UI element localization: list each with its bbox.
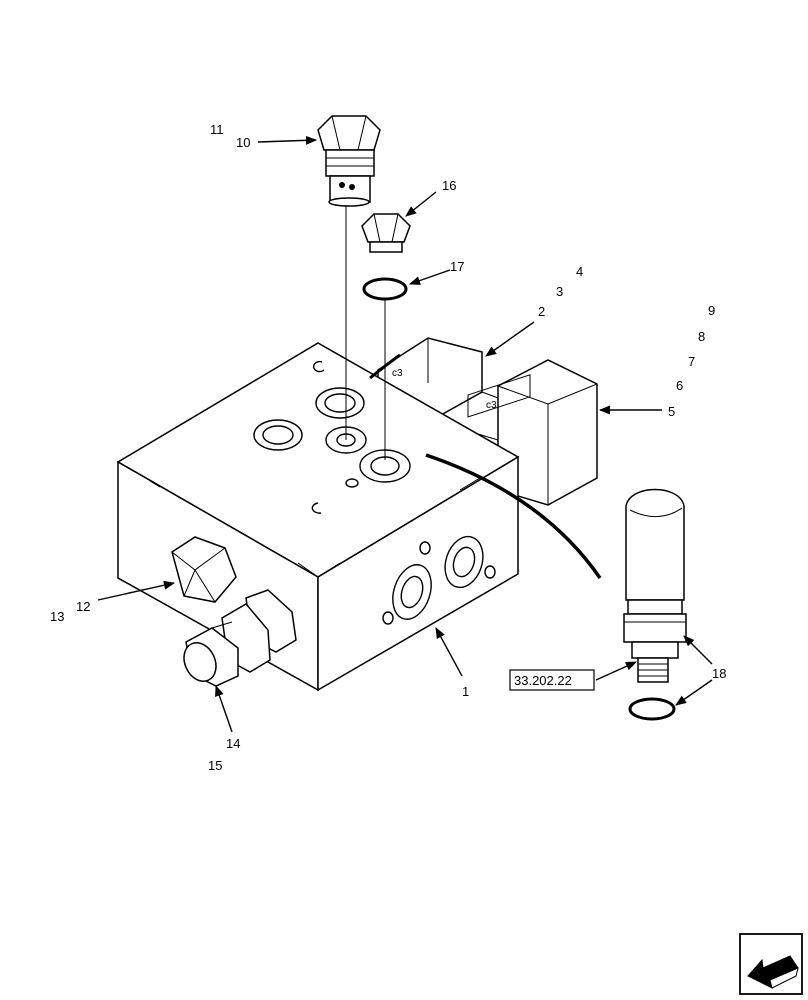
fitting-plug-left bbox=[171, 536, 237, 603]
callout-3: 3 bbox=[556, 284, 563, 299]
callout-2: 2 bbox=[538, 304, 545, 319]
reference-box-label: 33.202.22 bbox=[514, 673, 572, 688]
o-ring-switch bbox=[628, 697, 676, 721]
callout-16: 16 bbox=[442, 178, 456, 193]
callout-14: 14 bbox=[226, 736, 240, 751]
svg-text:c3: c3 bbox=[486, 400, 497, 411]
reference-box[interactable] bbox=[509, 669, 595, 691]
wire-harness bbox=[425, 453, 602, 579]
callout-7: 7 bbox=[688, 354, 695, 369]
plug bbox=[361, 213, 411, 253]
page-back-arrow-icon[interactable] bbox=[739, 933, 803, 995]
callout-10: 10 bbox=[236, 135, 250, 150]
callout-9: 9 bbox=[708, 303, 715, 318]
pressure-switch bbox=[623, 488, 687, 683]
callout-15: 15 bbox=[208, 758, 222, 773]
fitting-union bbox=[183, 589, 297, 687]
callout-8: 8 bbox=[698, 329, 705, 344]
callout-4: 4 bbox=[576, 264, 583, 279]
callout-5: 5 bbox=[668, 404, 675, 419]
callout-12: 12 bbox=[76, 599, 90, 614]
o-ring bbox=[362, 277, 408, 301]
callout-1: 1 bbox=[462, 684, 469, 699]
callout-18: 18 bbox=[712, 666, 726, 681]
callout-13: 13 bbox=[50, 609, 64, 624]
callout-6: 6 bbox=[676, 378, 683, 393]
cartridge-valve bbox=[317, 115, 381, 207]
callout-11: 11 bbox=[210, 122, 224, 137]
callout-17: 17 bbox=[450, 259, 464, 274]
svg-text:c3: c3 bbox=[392, 368, 403, 379]
